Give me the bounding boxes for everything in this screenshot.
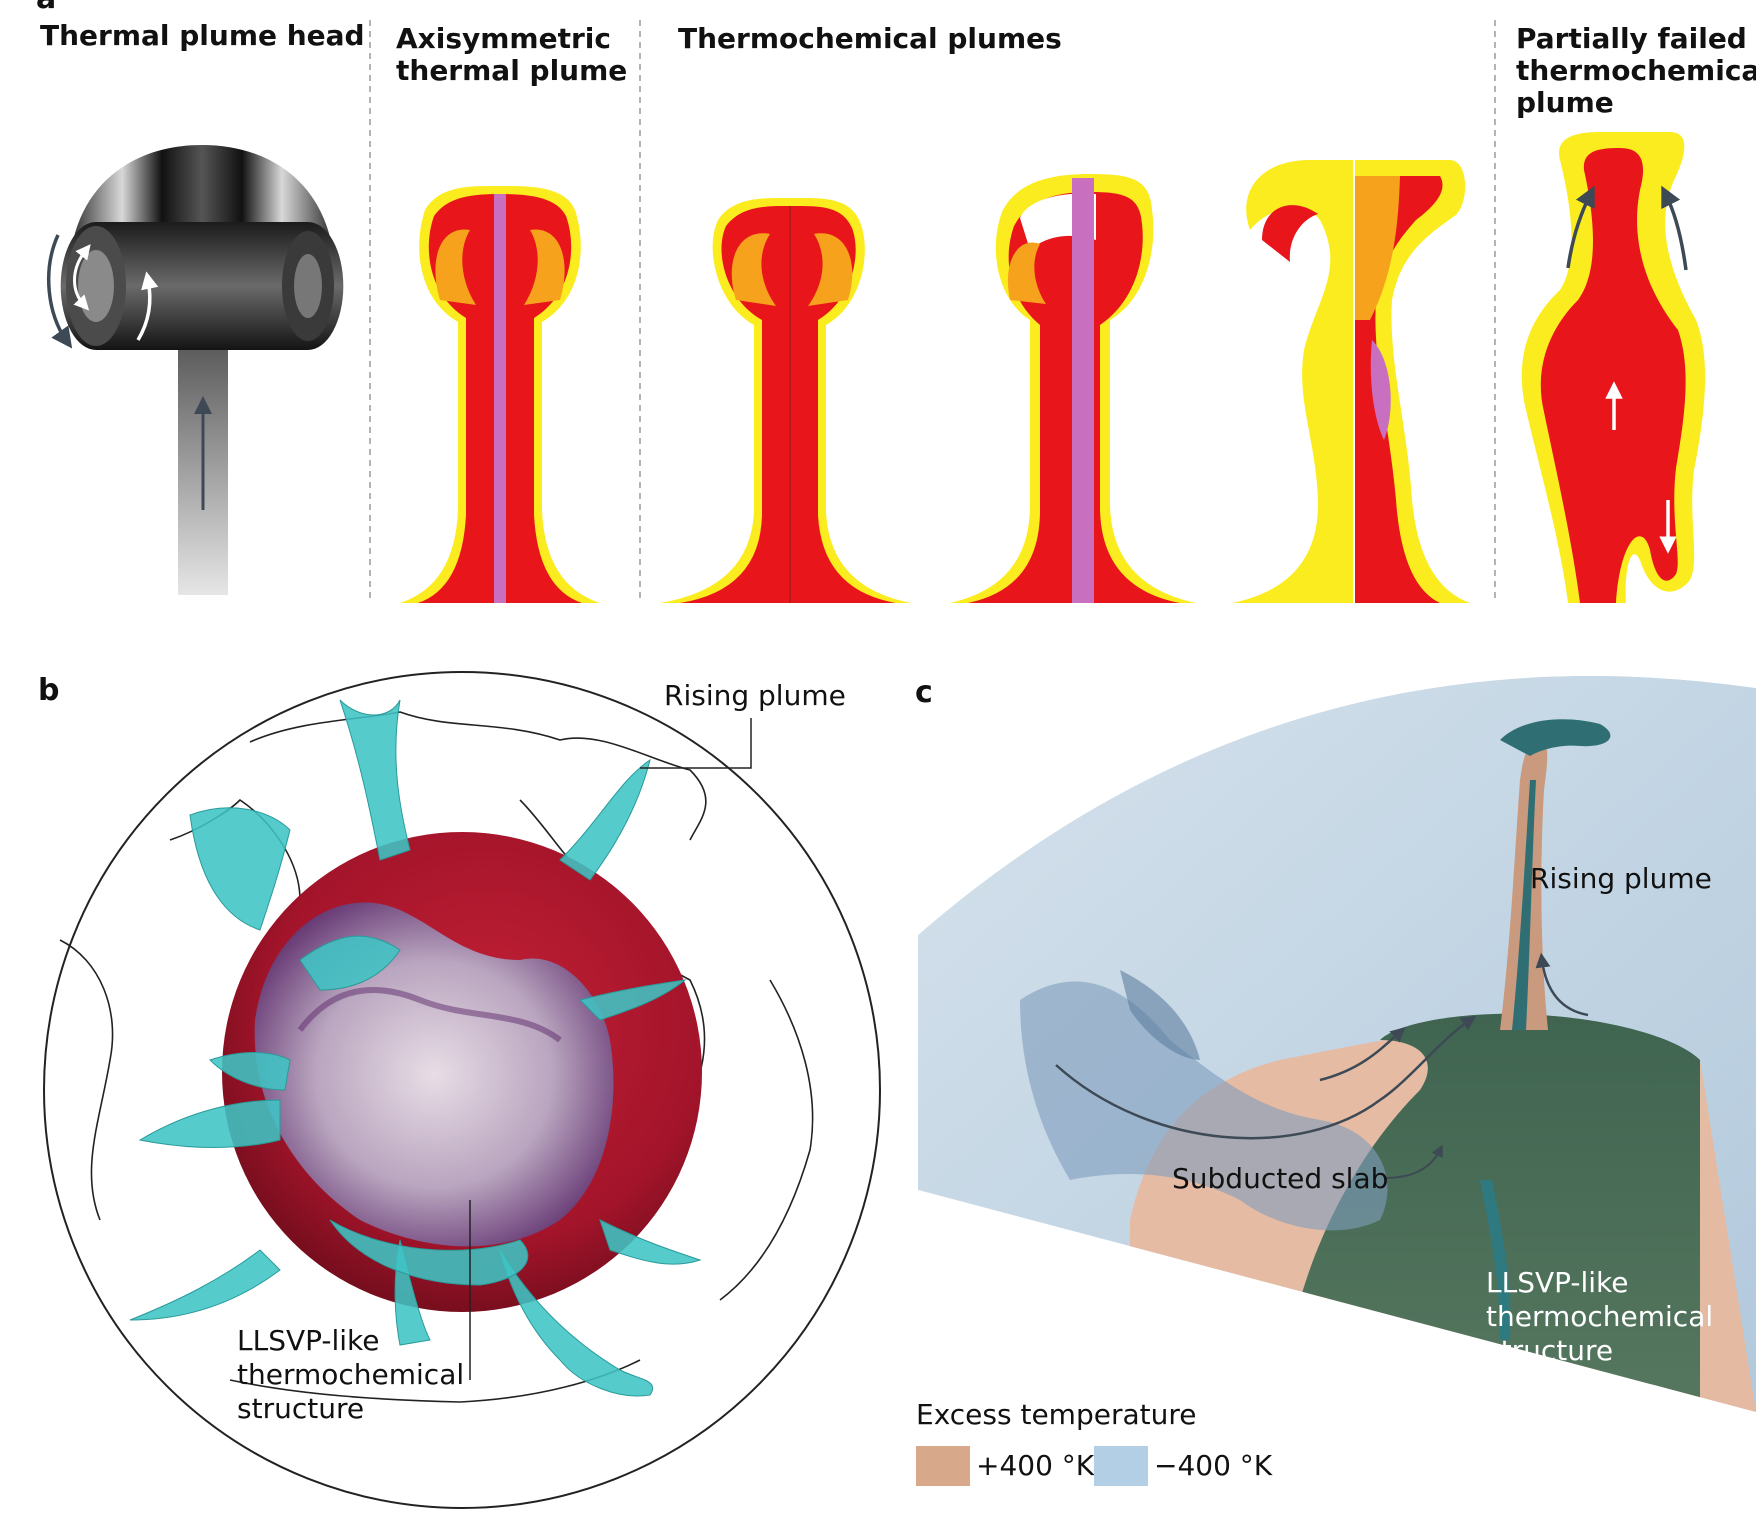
plume-ring <box>329 1219 529 1286</box>
rising-plume-label: Rising plume <box>1530 862 1712 895</box>
chemical-core <box>494 194 506 603</box>
title-line: thermal plume <box>396 54 627 87</box>
plume-warm-region <box>1354 176 1400 320</box>
rising-plume-label: Rising plume <box>664 679 846 712</box>
thermal-plume-head-diagram <box>47 145 344 595</box>
plume-arm <box>299 935 401 991</box>
llsvp-label-line: thermochemical <box>237 1358 464 1391</box>
plume-arm <box>579 979 687 1021</box>
thermochemical-plume-3 <box>1232 160 1470 603</box>
plume-head-spread <box>1500 719 1611 756</box>
rising-plume-leader <box>640 718 752 769</box>
plume-arm <box>599 1219 702 1265</box>
legend-label-positive: +400 °K <box>976 1449 1095 1482</box>
mantle-plumes <box>129 699 702 1397</box>
llsvp-label-line: thermochemical <box>1486 1300 1713 1333</box>
subducted-slab <box>1020 981 1388 1231</box>
plume-arm <box>138 1099 281 1148</box>
legend-title: Excess temperature <box>916 1398 1196 1431</box>
panel-b-letter: b <box>38 673 59 708</box>
section-title-thermal-plume-head: Thermal plume head <box>40 19 365 52</box>
arrow-upflow-left <box>1566 185 1595 269</box>
svg-text:thermal plume: thermal plume <box>396 54 627 87</box>
plume-conduit <box>1512 780 1536 1030</box>
llsvp-label-line: LLSVP-like <box>1486 1266 1629 1299</box>
svg-text:Axisymmetric: Axisymmetric <box>396 22 611 55</box>
title-line: Axisymmetric <box>396 22 611 55</box>
thermochemical-pile <box>254 902 614 1247</box>
flow-arrow-short <box>1319 1026 1406 1082</box>
plume-warm-curl <box>435 229 476 305</box>
section-title-thermochemical-plumes: Thermochemical plumes <box>678 22 1062 55</box>
title-line: Partially failed <box>1516 22 1747 55</box>
thermochemical-plume-1 <box>660 197 912 604</box>
chemical-core <box>1072 178 1094 603</box>
flow-arrow-long <box>1055 1015 1477 1140</box>
svg-text:Partially failed: Partially failed <box>1516 22 1747 55</box>
legend-swatch-positive <box>916 1446 970 1486</box>
partially-failed-plume <box>1521 132 1706 603</box>
flow-arrow-rising <box>1535 952 1589 1017</box>
rotation-arrow-outer <box>47 234 73 349</box>
thermochemical-plume-2 <box>950 174 1196 603</box>
svg-text:thermochemical: thermochemical <box>1516 54 1756 87</box>
llsvp-conduit <box>1480 1180 1511 1340</box>
svg-text:Thermal plume head: Thermal plume head <box>40 19 365 52</box>
legend: Excess temperature +400 °K −400 °K <box>916 1398 1273 1486</box>
section-title-partially-failed-plume: Partially failed thermochemical plume <box>1516 22 1756 119</box>
panel-b: b <box>38 671 881 1509</box>
llsvp-label-line: LLSVP-like <box>237 1324 380 1357</box>
legend-label-negative: −400 °K <box>1154 1449 1273 1482</box>
plume-arm <box>209 1052 291 1091</box>
arrow-upflow-right <box>1661 185 1688 271</box>
chemical-pocket <box>1370 340 1391 440</box>
legend-swatch-negative <box>1094 1446 1148 1486</box>
slab-leader <box>1385 1144 1443 1179</box>
axisymmetric-plume-diagram <box>400 185 600 603</box>
thermochemical-pile-ridge <box>297 987 562 1043</box>
subducted-slab-label: Subducted slab <box>1172 1162 1388 1195</box>
llsvp-label-line: structure <box>237 1392 364 1425</box>
plume-arm <box>499 1249 653 1397</box>
plume-sheet <box>189 807 291 931</box>
plume-warm-curl <box>524 229 565 305</box>
title-line: Thermal plume head <box>40 19 365 52</box>
plume-head-roll <box>60 222 344 350</box>
plume-warm-curl <box>731 233 776 306</box>
title-line: Thermochemical plumes <box>678 22 1062 55</box>
rising-arrow-white <box>136 271 159 341</box>
llsvp-label-line: structure <box>1486 1334 1613 1367</box>
panel-c-letter: c <box>915 675 933 710</box>
panel-a: a Thermal plume head Axisymmetric therma… <box>36 0 1756 604</box>
plume-warm-curl <box>1007 242 1046 304</box>
svg-text:Thermochemical plumes: Thermochemical plumes <box>678 22 1062 55</box>
roll-end-inner <box>78 250 114 322</box>
section-title-axisymmetric-thermal-plume: Axisymmetric thermal plume <box>396 22 627 87</box>
svg-text:plume: plume <box>1516 86 1614 119</box>
plume-arm <box>339 699 411 861</box>
plume-arm <box>129 1249 281 1321</box>
plume-warm-curl <box>808 233 853 306</box>
plume-hot-body <box>680 205 896 603</box>
plume-arm <box>559 758 651 881</box>
panel-a-letter: a <box>36 0 56 16</box>
rotation-arrow-inner <box>73 244 91 311</box>
title-line: thermochemical <box>1516 54 1756 87</box>
panel-c: c Rising plume Subducted slab LLSVP-like… <box>915 675 1756 1412</box>
plume-edge <box>1232 160 1470 603</box>
plume-hot-body <box>1540 148 1686 603</box>
slab-fold <box>1120 970 1200 1060</box>
title-line: plume <box>1516 86 1614 119</box>
roll-end-inner <box>294 254 322 318</box>
plume-red-curl <box>1262 205 1318 262</box>
